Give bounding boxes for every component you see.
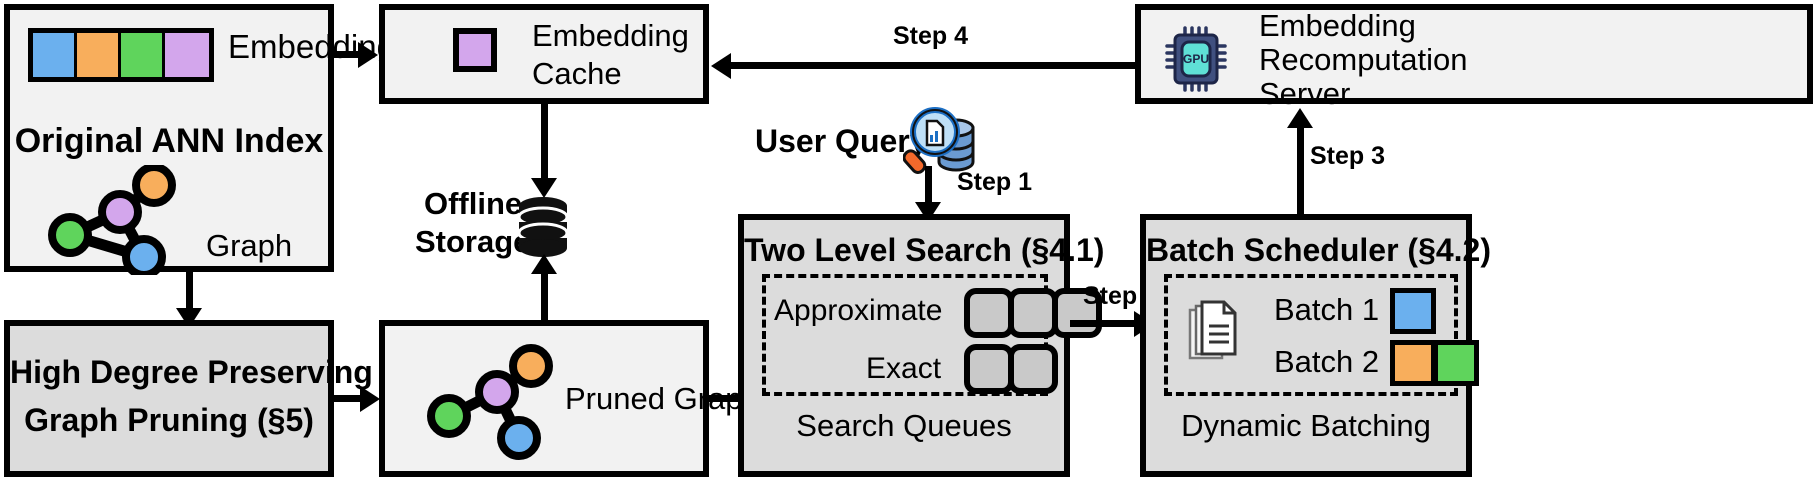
- embedding-swatch-3: [121, 33, 165, 77]
- dynamic-batching-footer: Dynamic Batching: [1181, 408, 1431, 443]
- embedding-swatch-4: [165, 33, 209, 77]
- arrow-step2-line: [1070, 320, 1138, 327]
- original-ann-index-title: Original ANN Index: [14, 122, 324, 160]
- database-cylinder-icon: [516, 196, 570, 258]
- arrow-pruning-to-pruned-head: [360, 386, 380, 412]
- step-1-label: Step 1: [957, 168, 1033, 196]
- step-4-label: Step 4: [893, 22, 969, 50]
- arrow-index-to-pruning-line: [186, 272, 193, 312]
- graph-pruning-line1: High Degree Preserving: [10, 354, 373, 390]
- exact-slot-1[interactable]: [964, 344, 1014, 394]
- two-level-search-box: Two Level Search (§4.1) Approximate Exac…: [738, 214, 1105, 477]
- embedding-swatch-2: [77, 33, 121, 77]
- purple-node: [475, 370, 519, 414]
- embedding-swatch-1: [33, 33, 77, 77]
- recomputation-server-line1: Embedding: [1259, 8, 1416, 43]
- two-level-search-title: Two Level Search (§4.1): [744, 232, 1105, 268]
- embedding-swatch-strip: [28, 28, 214, 82]
- gpu-chip-icon: GPU: [1165, 26, 1231, 92]
- dynamic-batching-dashed-region: Batch 1 Batch 2: [1164, 274, 1479, 396]
- graph-pruning-box: High Degree Preserving Graph Pruning (§5…: [4, 320, 373, 477]
- arrow-step3-head: [1287, 108, 1313, 128]
- arrow-step4-head: [711, 53, 731, 79]
- batch-1-item-1: [1390, 288, 1436, 334]
- arrow-index-to-cache-line: [334, 51, 362, 58]
- svg-text:GPU: GPU: [1183, 52, 1209, 66]
- batch-1-label: Batch 1: [1274, 292, 1380, 327]
- embedding-cache-line1: Embedding: [532, 18, 689, 53]
- recomputation-server-line2: Recomputation: [1259, 42, 1468, 77]
- offline-storage-line1: Offline: [424, 186, 523, 221]
- arrow-pruning-to-pruned-line: [334, 395, 364, 402]
- batch-scheduler-box: Batch Scheduler (§4.2) Batch 1 Batc: [1140, 214, 1491, 477]
- arrow-step1-line: [925, 166, 932, 206]
- graph-pruning-line2: Graph Pruning (§5): [24, 402, 314, 438]
- arrow-cache-to-storage-head: [531, 178, 557, 198]
- batch-2-item-2: [1433, 340, 1479, 386]
- arrow-step4-line: [730, 62, 1135, 69]
- search-database-icon: [903, 104, 983, 180]
- approximate-slot-1[interactable]: [964, 288, 1014, 338]
- exact-row-label: Exact: [866, 352, 942, 385]
- arrow-index-to-cache-head: [358, 42, 378, 68]
- search-queues-dashed-region: Approximate Exact: [762, 274, 1102, 396]
- purple-node: [98, 190, 142, 234]
- embedding-cache-line2: Cache: [532, 56, 622, 91]
- embedding-cache-box: Embedding Cache: [379, 4, 709, 104]
- green-node: [427, 394, 471, 438]
- blue-node: [497, 416, 541, 460]
- approximate-row-label: Approximate: [774, 294, 943, 327]
- documents-stack-icon: [1186, 300, 1242, 366]
- user-query-label: User Query: [755, 123, 928, 159]
- graph-label: Graph: [206, 228, 293, 263]
- offline-storage-line2: Storage: [415, 224, 531, 259]
- pruned-graph-box: Pruned Graph: [379, 320, 760, 477]
- blue-node: [122, 235, 166, 275]
- arrow-pruned-to-storage-line: [541, 272, 548, 330]
- arrow-step3-line: [1297, 126, 1304, 216]
- exact-slot-2[interactable]: [1008, 344, 1058, 394]
- approximate-slot-3[interactable]: [1052, 288, 1102, 338]
- recomputation-server-line3: Server: [1259, 76, 1351, 111]
- original-ann-index-box: Embedding Original ANN Index Graph: [4, 4, 395, 275]
- arrow-cache-to-storage-line: [541, 104, 548, 182]
- embedding-cache-swatch-icon: [453, 28, 497, 72]
- batch-scheduler-title: Batch Scheduler (§4.2): [1146, 232, 1491, 268]
- recomputation-server-box: GPU Embedding Recomputation Server: [1135, 4, 1813, 111]
- approximate-slot-2[interactable]: [1008, 288, 1058, 338]
- original-graph-illustration: [32, 165, 192, 275]
- orange-node: [132, 165, 176, 207]
- green-node: [48, 213, 92, 257]
- search-queues-footer: Search Queues: [796, 408, 1012, 443]
- batch-2-item-1: [1390, 340, 1436, 386]
- step-3-label: Step 3: [1310, 142, 1386, 170]
- pruned-graph-illustration: [413, 344, 563, 462]
- orange-node: [509, 344, 553, 388]
- arrow-pruned-to-storage-head: [531, 254, 557, 274]
- batch-2-label: Batch 2: [1274, 344, 1380, 379]
